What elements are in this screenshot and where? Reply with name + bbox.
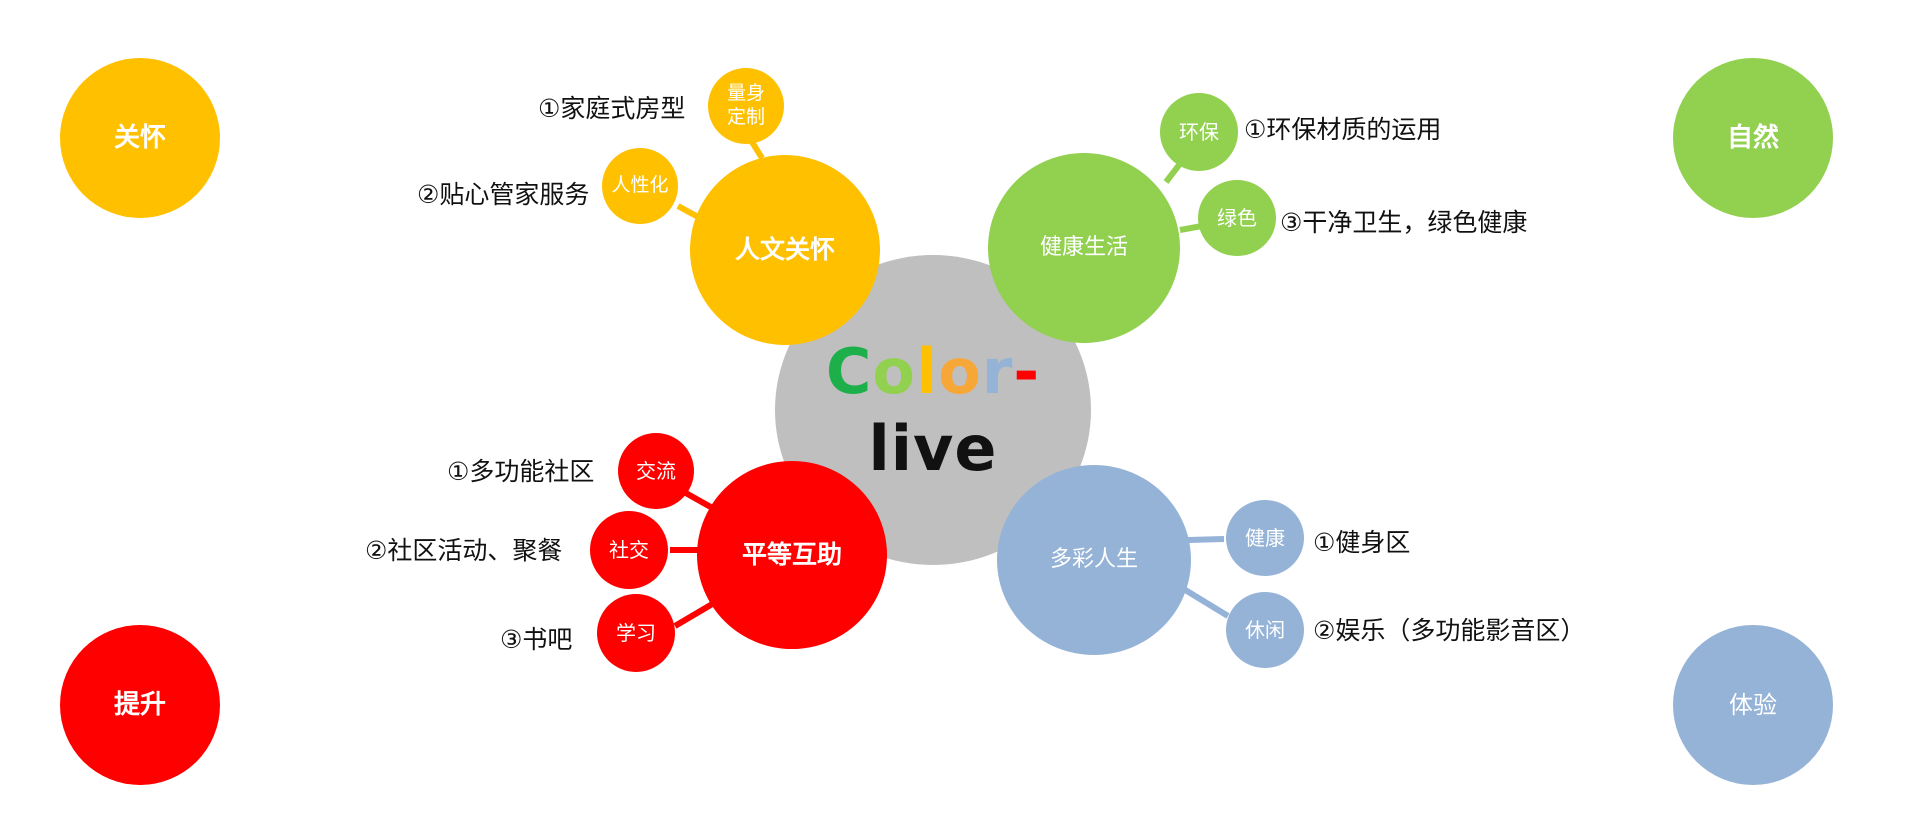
connector-line [673,600,716,629]
corner-circle-improve: 提升 [60,625,220,785]
corner-circle-nature: 自然 [1673,58,1833,218]
title-letter: r [981,334,1014,408]
sub-bubble-green: 绿色 [1198,180,1276,256]
note-family-room: ①家庭式房型 [538,94,686,123]
note-community-events: ②社区活动、聚餐 [365,536,563,565]
title-letter: o [938,334,982,408]
sub-label: 绿色 [1217,205,1257,230]
branch-health: 健康生活 [988,153,1180,343]
sub-bubble-tailored: 量身 定制 [708,68,784,144]
note-eco-materials: ①环保材质的运用 [1244,115,1442,144]
branch-label: 健康生活 [1039,235,1128,261]
branch-colorful-life: 多彩人生 [997,465,1191,655]
sub-bubble-fitness: 健康 [1226,500,1304,576]
branch-label: 多彩人生 [1049,547,1138,573]
sub-bubble-eco: 环保 [1160,93,1238,171]
note-gym-area: ①健身区 [1313,528,1411,557]
sub-label: 健康 [1245,525,1285,550]
connector-line [1180,585,1230,619]
corner-label-improve: 提升 [113,689,166,720]
sub-label: 休闲 [1245,617,1285,642]
sub-label: 量身 定制 [726,82,765,128]
sub-bubble-humanized: 人性化 [602,148,678,224]
sub-label: 人性化 [611,174,669,197]
corner-label-experience: 体验 [1729,691,1777,719]
sub-bubble-social: 社交 [590,511,668,589]
title-letter: C [825,334,873,408]
title-word-live: live [868,412,998,485]
note-clean-green: ③干净卫生，绿色健康 [1280,208,1528,237]
sub-label: 交流 [636,458,676,483]
note-multi-community: ①多功能社区 [447,457,595,486]
center-title: Color-live [775,333,1091,488]
corner-circle-care: 关怀 [60,58,220,218]
corner-label-care: 关怀 [113,122,166,153]
title-letter: l [915,334,939,408]
branch-label: 人文关怀 [734,235,835,265]
corner-circle-experience: 体验 [1673,625,1833,785]
note-butler-service: ②贴心管家服务 [417,180,590,209]
branch-humanistic: 人文关怀 [690,155,880,345]
sub-label: 环保 [1179,119,1219,144]
sub-label: 学习 [616,620,656,645]
title-dash: - [1013,334,1041,408]
sub-label: 社交 [609,537,649,562]
note-entertainment: ②娱乐（多功能影音区） [1313,616,1586,645]
branch-equality: 平等互助 [697,461,887,649]
branch-label: 平等互助 [741,540,842,570]
title-letter: o [872,334,916,408]
connector-line [1187,536,1225,543]
sub-bubble-leisure: 休闲 [1226,592,1304,668]
corner-label-nature: 自然 [1726,122,1779,153]
note-book-bar: ③书吧 [500,625,573,654]
sub-bubble-study: 学习 [597,594,675,672]
sub-bubble-exchange: 交流 [618,433,694,509]
